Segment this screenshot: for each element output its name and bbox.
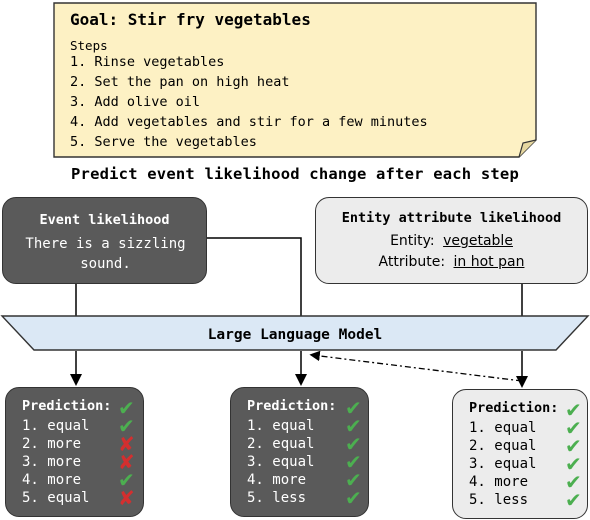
attribute-label: Attribute: [378,254,446,270]
prediction-title: Prediction: [22,398,112,414]
check-icon: ✔ [345,432,362,456]
check-icon: ✔ [345,414,362,438]
check-icon: ✔ [345,450,362,474]
feedback-arrow [309,350,523,382]
prediction-title: Prediction: [247,398,337,414]
prediction-item: 1. equal [22,418,90,434]
attribute-line: Attribute: in hot pan [316,254,587,270]
step-1: 1. Rinse vegetables [70,54,225,70]
check-icon: ✔ [118,468,135,492]
step-2: 2. Set the pan on high heat [70,74,290,90]
check-icon: ✔ [565,452,582,476]
prediction-box-entity: Prediction: 1. equal 2. equal 3. equal 4… [452,389,588,519]
cross-icon: ✘ [118,432,135,456]
check-icon: ✔ [118,396,135,420]
step-3: 3. Add olive oil [70,94,201,110]
entity-attribute-box: Entity attribute likelihood Entity: vege… [315,197,588,284]
prediction-item: 2. equal [469,438,537,454]
prediction-item: 5. equal [22,490,90,506]
prediction-item: 3. more [22,454,82,470]
goal-title: Goal: Stir fry vegetables [70,10,311,29]
prediction-item: 2. more [22,436,82,452]
prediction-box-combined: Prediction: 1. equal 2. equal 3. equal 4… [230,387,369,517]
event-likelihood-box: Event likelihood There is a sizzling sou… [2,197,207,284]
attribute-value: in hot pan [453,254,525,270]
prediction-item: 3. equal [469,456,537,472]
prediction-item: 4. more [469,474,529,490]
prediction-item: 4. more [22,472,82,488]
cross-icon: ✘ [118,450,135,474]
prediction-item: 3. equal [247,454,315,470]
check-icon: ✔ [565,434,582,458]
language-model-label: Large Language Model [207,327,383,343]
step-4: 4. Add vegetables and stir for a few min… [70,114,428,130]
goal-note: Goal: Stir fry vegetables Steps 1. Rinse… [53,2,537,158]
cross-icon: ✘ [118,486,135,510]
check-icon: ✔ [565,398,582,422]
check-icon: ✔ [345,468,362,492]
entity-line: Entity: vegetable [316,233,587,249]
prediction-item: 5. less [247,490,307,506]
check-icon: ✔ [118,414,135,438]
prediction-item: 1. equal [247,418,315,434]
check-icon: ✔ [345,396,362,420]
prediction-box-event: Prediction: 1. equal 2. more 3. more 4. … [5,387,144,517]
prediction-item: 1. equal [469,420,537,436]
task-heading: Predict event likelihood change after ea… [71,165,519,183]
check-icon: ✔ [565,488,582,512]
prediction-item: 5. less [469,492,529,508]
prediction-title: Prediction: [469,400,559,416]
check-icon: ✔ [565,416,582,440]
check-icon: ✔ [345,486,362,510]
event-box-title: Event likelihood [39,212,170,228]
entity-box-title: Entity attribute likelihood [341,210,562,226]
prediction-item: 2. equal [247,436,315,452]
prediction-item: 4. more [247,472,307,488]
check-icon: ✔ [565,470,582,494]
entity-label: Entity: [390,233,435,249]
step-5: 5. Serve the vegetables [70,134,257,150]
event-to-middle-line [206,237,302,317]
steps-label: Steps [70,38,108,53]
language-model-band [0,315,590,351]
event-box-text: There is a sizzling sound. [25,236,186,272]
entity-value: vegetable [443,233,513,249]
note-shape [53,2,537,158]
